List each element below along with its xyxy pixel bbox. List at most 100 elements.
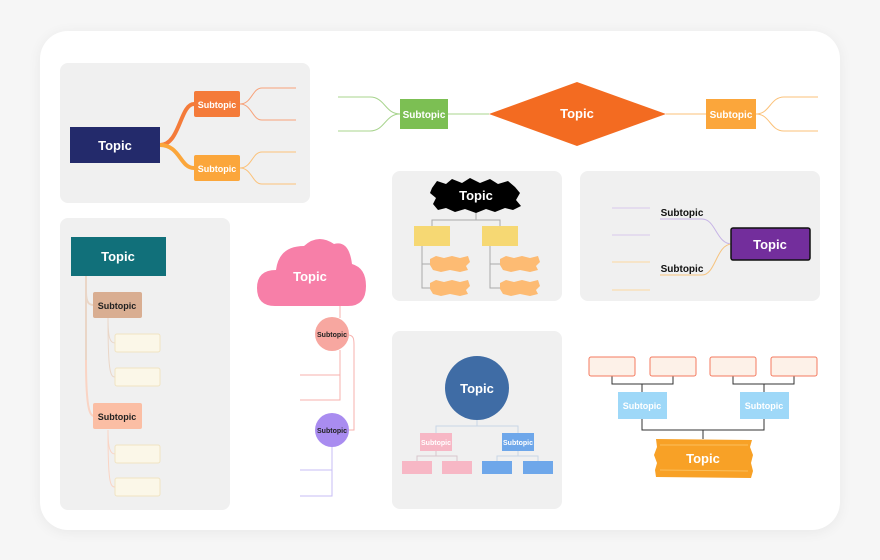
branch-line (85, 291, 95, 306)
central-topic-label: Topic (98, 138, 132, 153)
subtopic-node[interactable] (194, 155, 240, 181)
subtopic-label: Subtopic (198, 164, 237, 174)
empty-node[interactable] (709, 356, 757, 377)
leaf-node[interactable] (482, 461, 512, 474)
branch-line (489, 246, 500, 265)
leaf-node[interactable] (430, 256, 470, 272)
branch-line (489, 246, 500, 289)
central-topic-cloud[interactable] (257, 238, 366, 306)
subtopic-label: Subtopic (403, 110, 446, 121)
template-3-diagram: Topic Subtopic Subtopic (71, 237, 166, 497)
subtopic-label: Subtopic (623, 401, 662, 411)
leaf-node[interactable] (523, 461, 553, 474)
subtopic-node[interactable] (93, 292, 142, 318)
branch-line (300, 350, 341, 401)
branch-line (496, 451, 519, 461)
branch-line (755, 113, 818, 132)
branch-line (107, 429, 116, 455)
central-topic-node[interactable] (730, 227, 811, 261)
subtopic-node[interactable] (400, 99, 448, 129)
central-topic-label: Topic (560, 106, 594, 121)
empty-node[interactable] (588, 356, 636, 377)
branch-line (518, 455, 539, 461)
child-node[interactable] (482, 226, 518, 246)
empty-node[interactable] (770, 356, 818, 377)
branch-line (701, 243, 733, 276)
central-topic-diamond[interactable] (489, 82, 666, 146)
leaf-node[interactable] (500, 280, 540, 296)
branch-line (476, 219, 501, 228)
leaf-node[interactable] (500, 256, 540, 272)
subtopic-node[interactable] (315, 317, 349, 351)
template-4-diagram: Topic Subtopic Subtopic (257, 238, 366, 497)
subtopic-node[interactable] (706, 99, 756, 129)
central-topic-circle[interactable] (445, 356, 509, 420)
branch-line (338, 113, 401, 132)
branch-line (239, 167, 296, 185)
subtopic-node[interactable] (315, 413, 349, 447)
branch-line (416, 451, 437, 461)
branch-line (431, 212, 477, 228)
empty-node[interactable] (114, 367, 161, 387)
central-topic-node[interactable] (71, 237, 166, 276)
subtopic-node[interactable] (618, 392, 667, 419)
branch-line (85, 359, 95, 417)
branch-line (338, 96, 401, 115)
scribble-texture (659, 469, 749, 472)
template-1-diagram: Topic Subtopic Subtopic (70, 87, 296, 185)
branch-line (239, 103, 296, 121)
branch-line (701, 218, 733, 245)
branch-line (107, 317, 116, 344)
branch-line (435, 420, 478, 433)
subtopic-label: Subtopic (710, 110, 753, 121)
central-topic-node[interactable] (654, 439, 753, 478)
empty-node[interactable] (114, 333, 161, 353)
subtopic-node[interactable] (740, 392, 789, 419)
branch-line (347, 334, 355, 431)
subtopic-label[interactable]: Subtopic (661, 264, 704, 275)
subtopic-label: Subtopic (98, 412, 137, 422)
branch-line (732, 376, 795, 385)
branch-line (159, 102, 195, 147)
central-topic-label: Topic (753, 237, 787, 252)
empty-node[interactable] (114, 477, 161, 497)
template-8-diagram: Subtopic Subtopic Topic (588, 356, 818, 478)
template-6-diagram: Subtopic Subtopic Topic (612, 207, 811, 291)
subtopic-label: Subtopic (317, 428, 347, 435)
branch-line (239, 87, 296, 105)
central-topic-node[interactable] (70, 127, 160, 163)
subtopic-label: Subtopic (421, 440, 451, 447)
central-topic-label: Topic (460, 381, 494, 396)
leaf-node[interactable] (430, 280, 470, 296)
subtopic-node[interactable] (194, 91, 240, 117)
central-topic-label: Topic (686, 451, 720, 466)
branch-line (300, 350, 341, 376)
central-topic-node[interactable] (430, 178, 521, 213)
subtopic-node[interactable] (93, 403, 142, 429)
branch-line (421, 246, 430, 289)
branch-line (755, 96, 818, 115)
branch-line (300, 446, 333, 471)
central-topic-label: Topic (293, 269, 327, 284)
subtopic-label: Subtopic (503, 440, 533, 447)
branch-line (159, 143, 195, 170)
branch-line (107, 317, 116, 378)
template-7-diagram: Topic Subtopic Subtopic (402, 356, 553, 474)
empty-node[interactable] (114, 444, 161, 464)
empty-node[interactable] (649, 356, 697, 377)
subtopic-label: Subtopic (745, 401, 784, 411)
template-2-diagram: Topic Subtopic Subtopic (338, 82, 818, 146)
child-node[interactable] (414, 226, 450, 246)
central-topic-label: Topic (101, 249, 135, 264)
subtopic-node[interactable] (502, 433, 534, 451)
subtopic-node[interactable] (420, 433, 452, 451)
branch-line (641, 419, 765, 431)
subtopic-label: Subtopic (317, 332, 347, 339)
branch-line (239, 151, 296, 169)
leaf-node[interactable] (442, 461, 472, 474)
leaf-node[interactable] (402, 461, 432, 474)
subtopic-label[interactable]: Subtopic (661, 208, 704, 219)
branch-line (477, 425, 519, 433)
